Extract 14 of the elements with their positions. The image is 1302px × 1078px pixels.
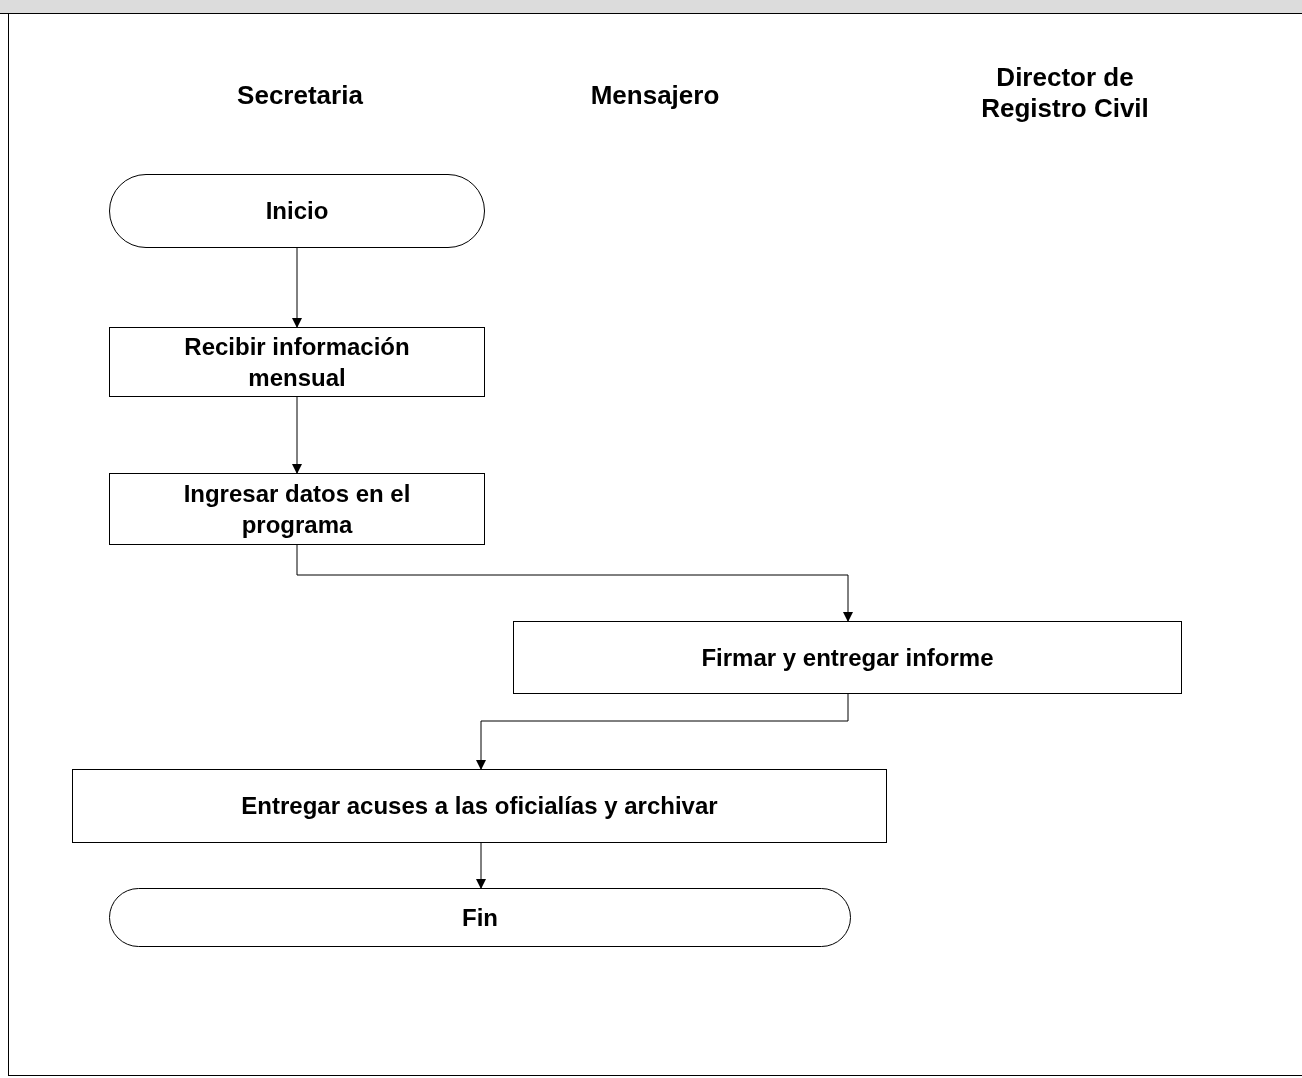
terminal-shape: Inicio: [109, 174, 485, 248]
arrow: [476, 842, 486, 889]
lane-header: Mensajero: [589, 80, 721, 112]
process-box: Entregar acuses a las oficialías y archivar: [72, 769, 887, 843]
lane-header: Director de Registro Civil: [980, 62, 1150, 125]
process-box: Recibir información mensual: [109, 327, 485, 397]
arrow: [292, 396, 302, 474]
arrow: [292, 247, 302, 328]
arrow: [296, 544, 853, 622]
lane-header: Secretaria: [236, 80, 364, 112]
process-box: Ingresar datos en el programa: [109, 473, 485, 545]
process-box: Firmar y entregar informe: [513, 621, 1182, 694]
arrow: [476, 693, 849, 770]
terminal-shape: Fin: [109, 888, 851, 947]
